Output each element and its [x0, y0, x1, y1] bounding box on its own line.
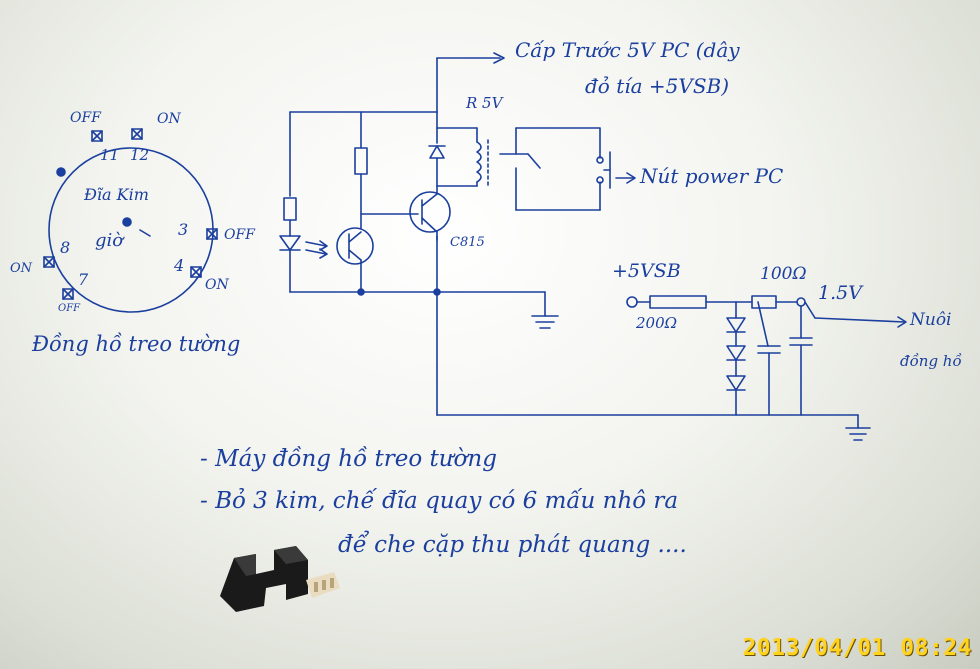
clock-face — [43, 128, 218, 313]
clock-number-12: 12 — [130, 146, 150, 164]
supply-label-line-1: Cấp Trước 5V PC (dây — [515, 38, 740, 62]
resistor-200-label: 200Ω — [636, 314, 678, 332]
phototransistor — [336, 147, 419, 293]
output-label-line-2: đồng hồ — [900, 352, 962, 370]
disk-label: Đĩa Kim — [84, 185, 149, 204]
clock-number-3: 3 — [178, 220, 189, 239]
npn-transistor — [409, 185, 451, 241]
photo-timestamp: 2013/04/01 08:24 — [742, 635, 972, 661]
note-line-1: - Máy đồng hồ treo tường — [200, 446, 497, 472]
power-button-pointer — [615, 172, 636, 184]
note-line-3: để che cặp thu phát quang .... — [338, 532, 687, 558]
power-button-label: Nút power PC — [640, 164, 784, 188]
note-line-2: - Bỏ 3 kim, chế đĩa quay có 6 mấu nhô ra — [200, 488, 679, 514]
circuit-wires — [289, 52, 871, 441]
supply-label-line-2: đỏ tía +5VSB) — [585, 74, 730, 98]
clock-on-label-right: ON — [205, 277, 229, 293]
led-branch — [279, 197, 328, 293]
clock-off-label-bottom: OFF — [58, 303, 81, 314]
relay-label: R 5V — [466, 94, 503, 112]
vsb-label: +5VSB — [612, 260, 681, 282]
photo-interrupter-image — [220, 546, 340, 612]
output-label-line-1: Nuôi — [910, 310, 952, 330]
hour-label: giờ — [95, 230, 124, 251]
transistor-label: C815 — [450, 235, 485, 250]
resistor-100-label: 100Ω — [760, 264, 807, 284]
clock-number-8: 8 — [60, 238, 71, 257]
clock-number-4: 4 — [174, 256, 185, 275]
relay — [428, 127, 611, 211]
clock-off-label-top: OFF — [70, 110, 101, 126]
clock-number-11: 11 — [100, 146, 120, 164]
clock-number-7: 7 — [78, 270, 89, 289]
vsb-supply — [626, 295, 907, 416]
clock-off-label-right: OFF — [224, 227, 255, 243]
clock-caption: Đồng hồ treo tường — [32, 332, 241, 356]
voltage-label: 1.5V — [818, 282, 862, 304]
clock-on-label-top: ON — [157, 111, 181, 127]
clock-on-label-left: ON — [10, 261, 33, 276]
